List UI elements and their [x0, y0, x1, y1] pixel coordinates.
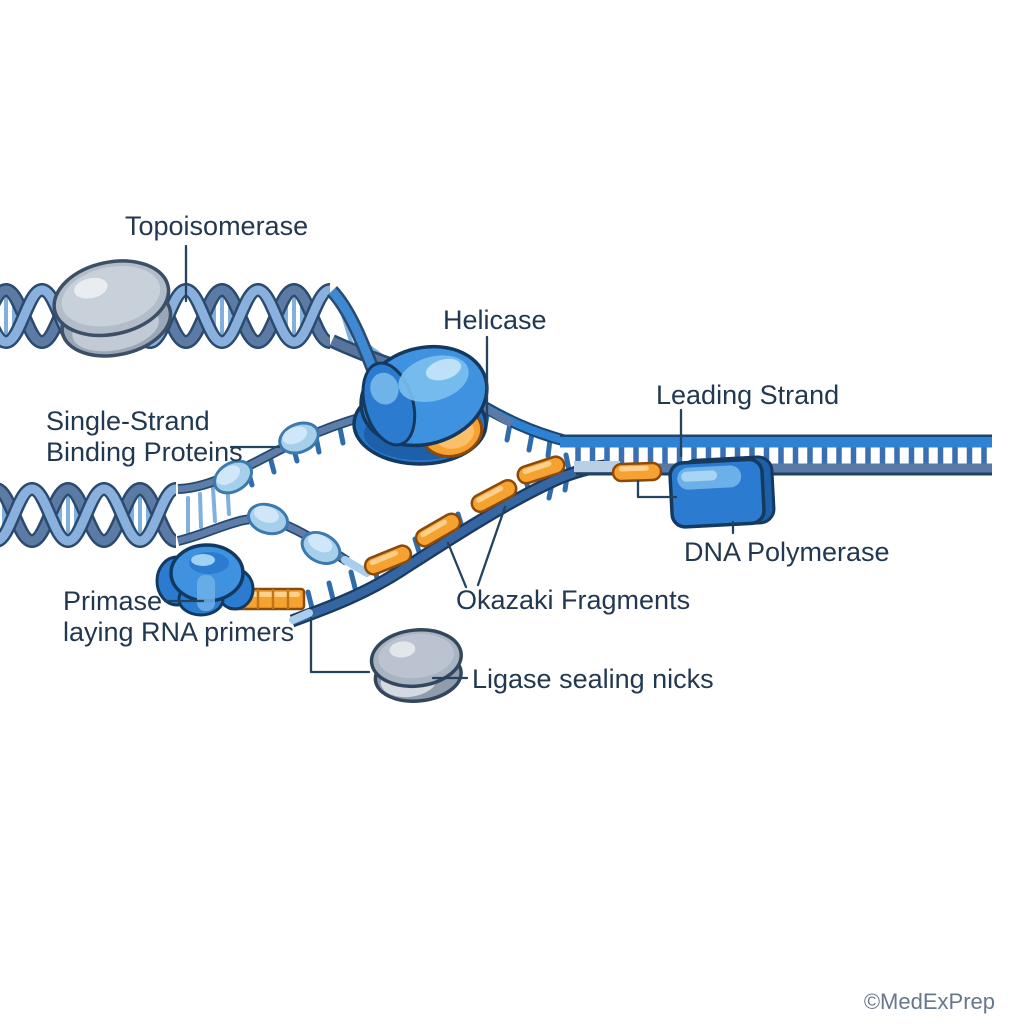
topoisomerase-protein	[52, 259, 173, 358]
nick-connector-line	[309, 616, 371, 674]
leading-strand-label: Leading Strand	[656, 380, 839, 410]
rna-primer-leading	[611, 461, 663, 483]
primer-polymerase-connector-line	[636, 479, 678, 499]
ssb-label-line1: Single-Strand	[46, 406, 210, 436]
dna-polymerase-label: DNA Polymerase	[684, 537, 890, 567]
ssb-label-line2: Binding Proteins	[46, 437, 243, 467]
watermark: ©MedExPrep	[864, 989, 995, 1014]
ligase-protein	[369, 628, 463, 703]
okazaki-fragments-label: Okazaki Fragments	[456, 585, 690, 615]
okazaki-leader-line	[476, 505, 507, 587]
topoisomerase-label: Topoisomerase	[125, 211, 308, 241]
helicase-protein	[352, 344, 489, 466]
primase-protein	[155, 543, 255, 617]
parental-helix-bottom	[0, 479, 231, 541]
okazaki-leader-line	[446, 541, 468, 589]
leading-strand-duplex	[560, 434, 992, 476]
ligase-label: Ligase sealing nicks	[472, 664, 714, 694]
primase-label-line1: Primase	[63, 586, 162, 616]
dna-polymerase-protein	[668, 455, 776, 529]
primase-label-line2: laying RNA primers	[63, 617, 294, 647]
helicase-label: Helicase	[443, 305, 547, 335]
